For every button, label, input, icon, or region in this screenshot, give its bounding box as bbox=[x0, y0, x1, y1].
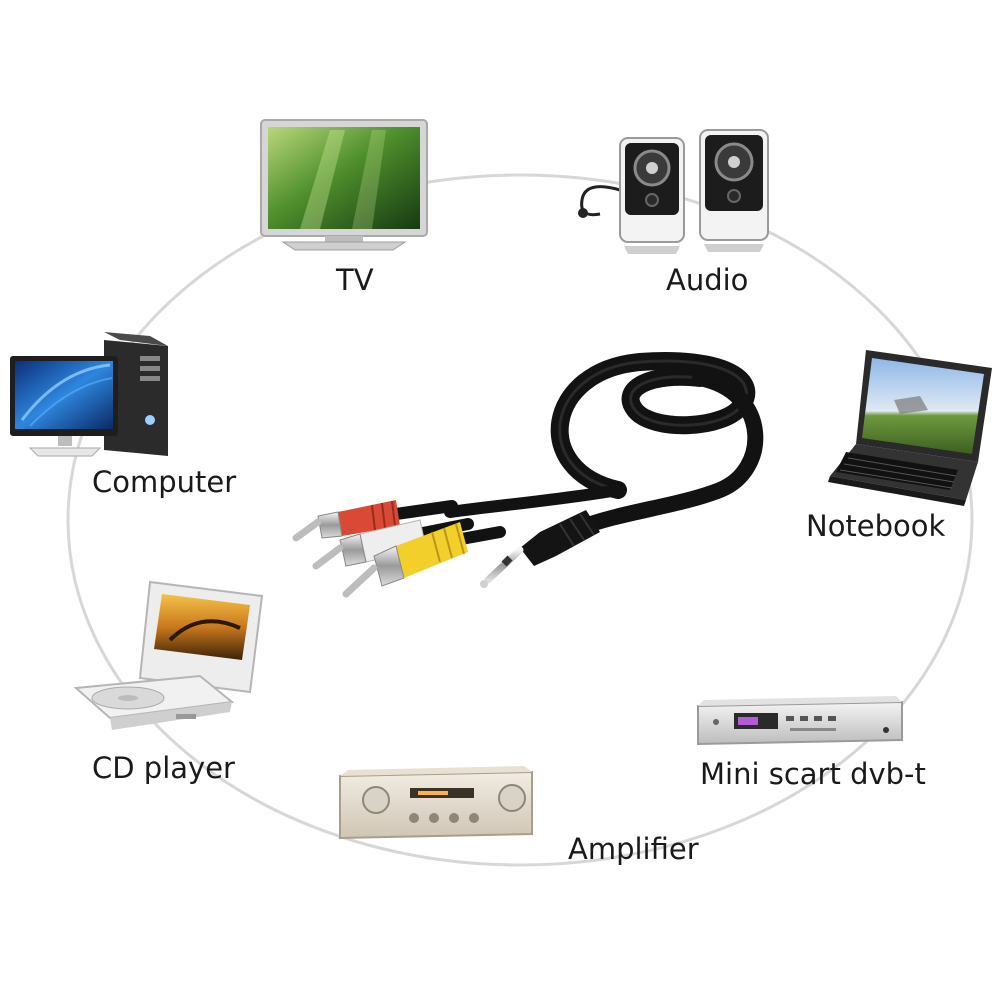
speakers-icon bbox=[578, 129, 769, 254]
tv-label: TV bbox=[336, 263, 374, 297]
mini-scart-label: Mini scart dvb-t bbox=[700, 757, 926, 791]
notebook-label: Notebook bbox=[806, 509, 946, 543]
connection-ring bbox=[66, 173, 974, 867]
amplifier-icon bbox=[339, 766, 533, 840]
notebook-icon bbox=[828, 350, 992, 506]
amplifier-label: Amplifier bbox=[568, 832, 699, 866]
red-rca-plug-icon bbox=[292, 500, 458, 542]
cd-player-label: CD player bbox=[92, 751, 235, 785]
av-cable-icon bbox=[444, 352, 764, 536]
computer-label: Computer bbox=[92, 465, 237, 499]
computer-icon bbox=[10, 332, 168, 457]
cd-player-icon bbox=[73, 580, 264, 730]
tv-icon bbox=[260, 119, 428, 251]
audio-label: Audio bbox=[666, 263, 749, 297]
3.5mm-jack-icon bbox=[480, 510, 600, 588]
dvb-t-receiver-icon bbox=[697, 696, 903, 746]
yellow-rca-plug-icon bbox=[342, 522, 506, 598]
